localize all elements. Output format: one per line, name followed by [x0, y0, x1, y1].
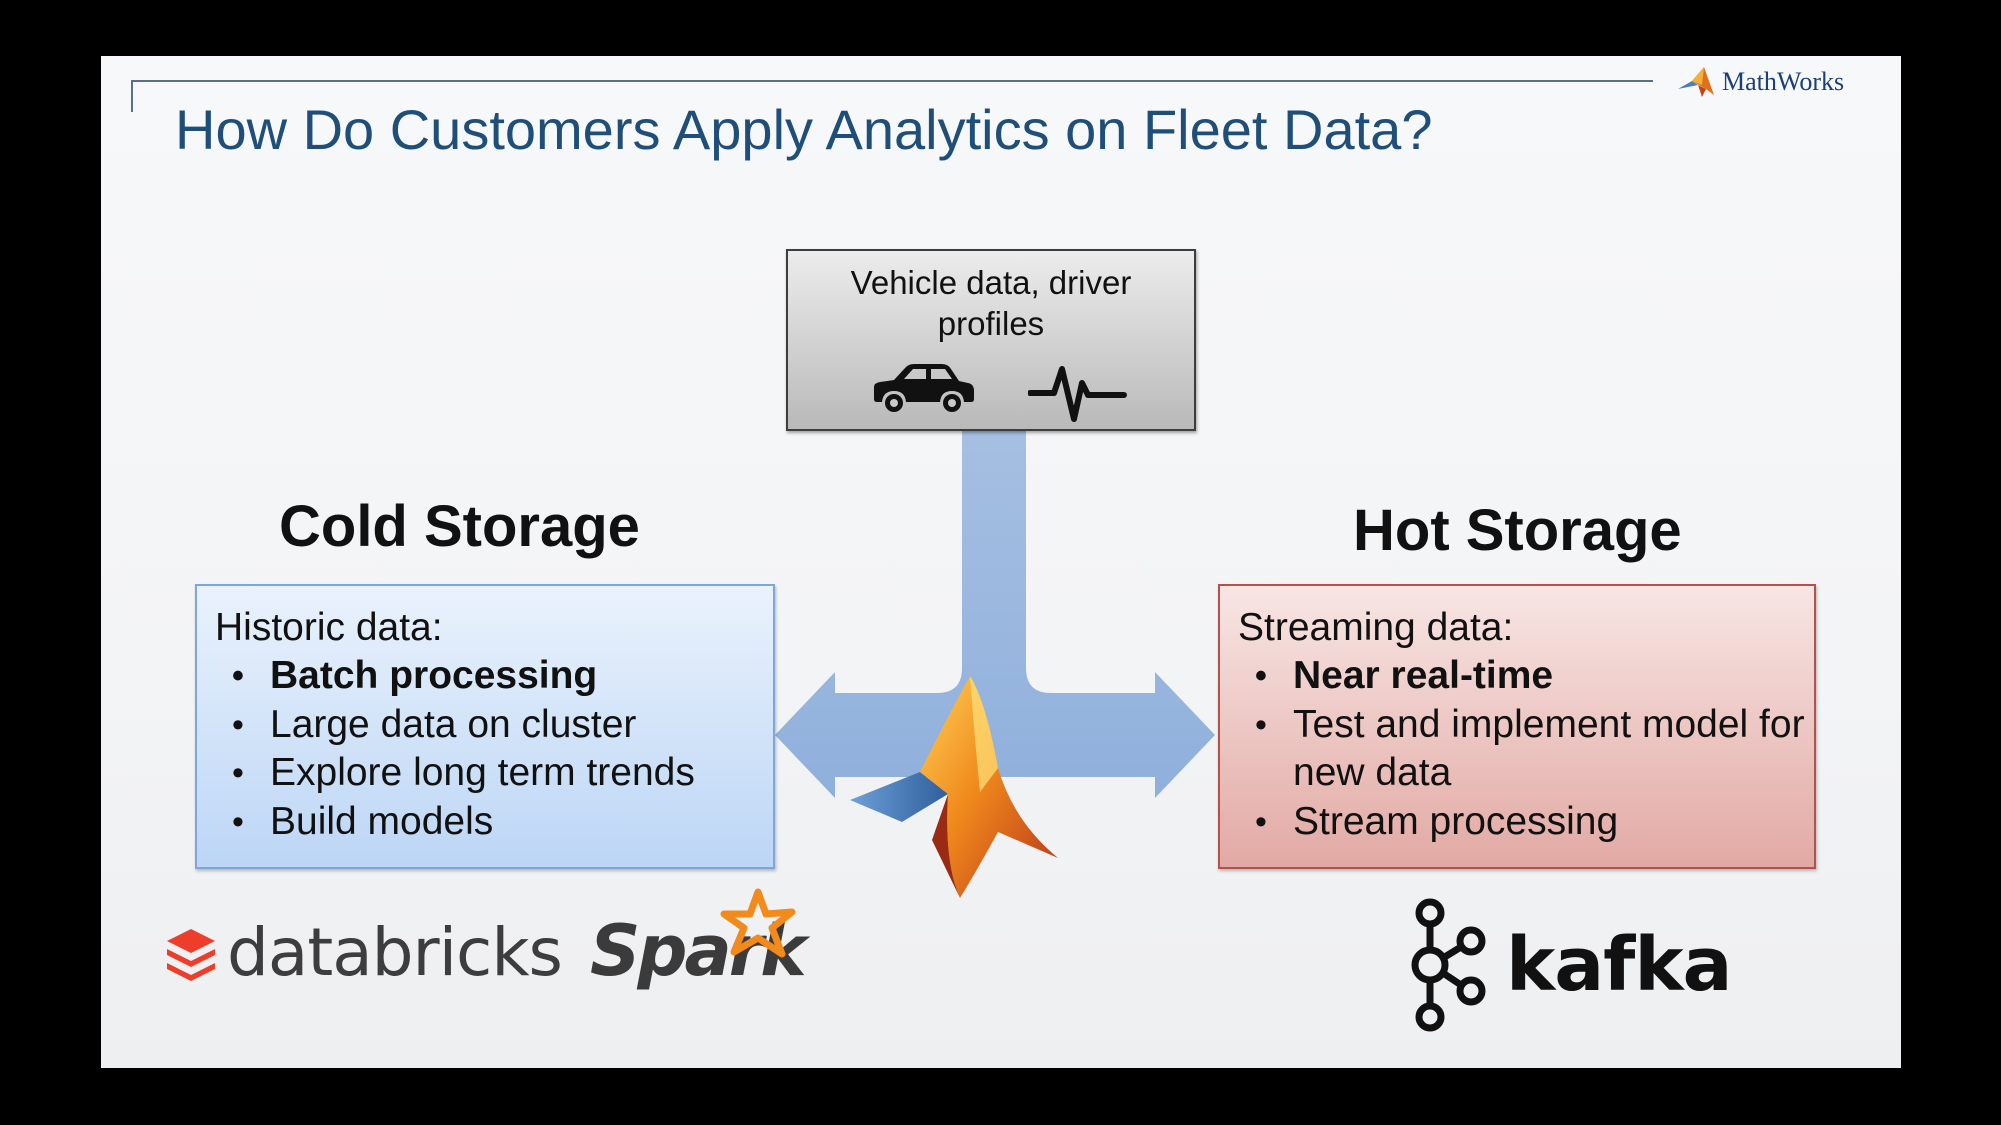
spark-star-icon — [720, 888, 796, 958]
spark-wordmark: Spark — [590, 910, 807, 992]
bullet: • — [1255, 705, 1267, 744]
hot-storage-list: • Near real-time • Test and implement mode… — [1238, 652, 1814, 846]
cold-panel-title: Historic data: — [215, 606, 443, 649]
mathworks-membrane-icon — [1678, 67, 1714, 97]
list-item: • Test and implement model for new data — [1238, 701, 1814, 798]
bullet: • — [232, 802, 244, 841]
spark-logo: Spark — [590, 888, 810, 998]
cold-storage-list: • Batch processing • Large data on cluster… — [215, 652, 773, 846]
kafka-nodes-icon — [1411, 898, 1486, 1032]
mathworks-wordmark: MathWorks — [1722, 67, 1845, 96]
list-item: • Large data on cluster — [215, 701, 773, 750]
cold-storage-panel: Historic data: • Batch processing • Large … — [195, 584, 775, 869]
car-icon — [874, 364, 974, 412]
hot-storage-heading: Hot Storage — [1353, 498, 1682, 563]
list-item-label: Stream processing — [1293, 799, 1619, 843]
mathworks-brand: MathWorks — [1676, 62, 1844, 102]
list-item: • Explore long term trends — [215, 749, 773, 798]
list-item-label: Explore long term trends — [270, 751, 695, 794]
hot-panel-title: Streaming data: — [1238, 606, 1514, 649]
list-item-label: Near real-time — [1293, 654, 1554, 697]
kafka-logo: kafka — [1400, 898, 1732, 1032]
source-data-label: Vehicle data, driver profiles — [850, 264, 1132, 342]
bullet: • — [1255, 657, 1267, 695]
list-item: • Batch processing — [215, 652, 773, 701]
list-item: • Near real-time — [1238, 652, 1814, 701]
list-item-label: Large data on cluster — [270, 702, 637, 746]
bullet: • — [1255, 802, 1267, 841]
slide-title: How Do Customers Apply Analytics on Flee… — [175, 98, 1433, 161]
matlab-membrane-logo — [850, 676, 1058, 898]
bullet: • — [232, 754, 244, 792]
databricks-logo: databricks — [163, 914, 563, 991]
bullet: • — [232, 657, 244, 695]
list-item: • Stream processing — [1238, 798, 1814, 847]
heartbeat-pulse-icon — [1028, 366, 1127, 422]
kafka-wordmark: kafka — [1506, 922, 1732, 1008]
databricks-wordmark: databricks — [227, 914, 563, 991]
title-rule-corner — [131, 80, 133, 112]
list-item-label: Test and implement model for new data — [1293, 702, 1805, 795]
cold-storage-heading: Cold Storage — [279, 494, 640, 559]
databricks-layers-icon — [167, 929, 215, 981]
source-data-box: Vehicle data, driver profiles — [786, 249, 1196, 431]
list-item: • Build models — [215, 798, 773, 847]
list-item-label: Build models — [270, 799, 494, 843]
split-arrow — [775, 430, 1215, 798]
list-item-label: Batch processing — [270, 654, 598, 697]
title-rule — [131, 80, 1653, 82]
hot-storage-panel: Streaming data: • Near real-time • Test an… — [1218, 584, 1816, 869]
bullet: • — [232, 705, 244, 744]
